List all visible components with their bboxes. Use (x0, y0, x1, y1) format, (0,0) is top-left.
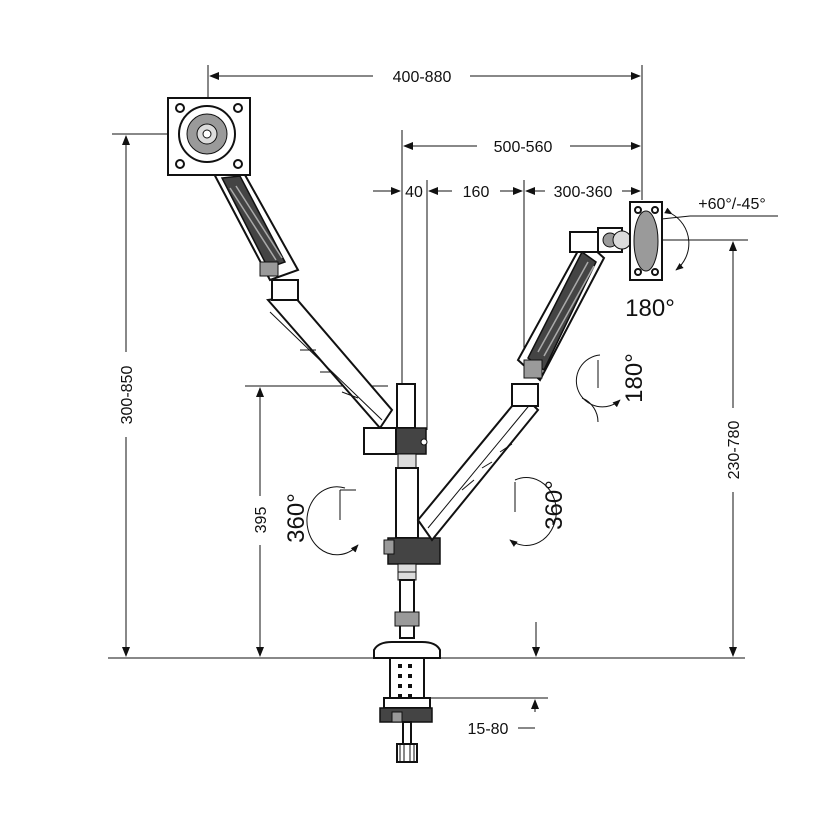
label-rotation-right: 360° (541, 480, 568, 530)
label-reach-total: 400-880 (393, 69, 452, 86)
right-lower-arm (416, 383, 540, 542)
swivel-indicator-right: 180° (575, 353, 648, 423)
label-clamp-range: 15-80 (468, 721, 509, 738)
label-rotation-left: 360° (283, 493, 310, 543)
label-pole-offset: 40 (405, 184, 423, 201)
left-lower-arm (266, 279, 397, 455)
label-height-right: 230-780 (726, 421, 743, 480)
left-upper-arm (210, 164, 300, 282)
desk-clamp (373, 641, 441, 763)
label-rotation-swivel: 180° (621, 353, 648, 403)
label-arm-extension: 300-360 (554, 184, 613, 201)
label-tilt: +60°/-45° (698, 196, 766, 213)
dimension-reach-right: 500-560 (401, 130, 641, 385)
left-vesa-plate (167, 97, 251, 176)
rotation-indicator-right: 360° (509, 477, 568, 547)
label-rotation-head: 180° (625, 295, 675, 322)
label-lower-height: 395 (253, 507, 270, 534)
rotation-indicator-left: 360° (283, 486, 359, 556)
dimension-height-right: 230-780 (663, 239, 748, 657)
dimension-reach-total: 400-880 (207, 65, 643, 200)
dimension-offset-row: 40 160 300-360 (373, 180, 641, 430)
dimension-clamp-range: 15-80 (425, 622, 548, 738)
right-vesa-plate (597, 201, 663, 281)
tilt-indicator: +60°/-45° (651, 196, 778, 271)
dimension-height-total: 300-850 (112, 133, 196, 657)
label-reach-right: 500-560 (494, 139, 553, 156)
label-height-total: 300-850 (119, 366, 136, 425)
label-arm-offset: 160 (463, 184, 490, 201)
dimension-lower-height: 395 (245, 385, 388, 657)
